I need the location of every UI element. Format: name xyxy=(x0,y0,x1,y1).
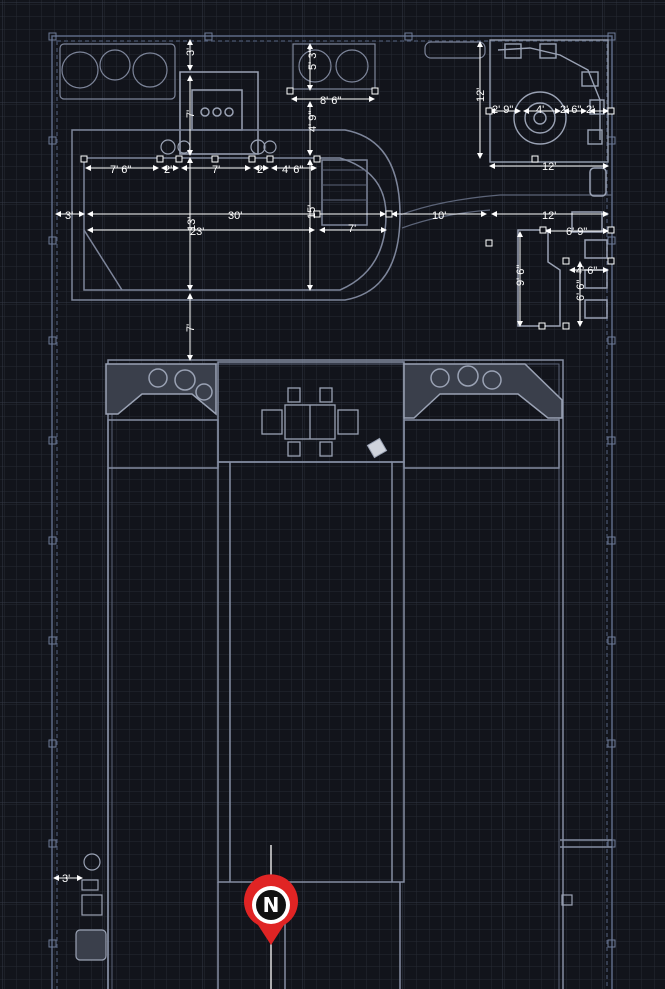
dim-23: 23' xyxy=(190,226,204,238)
dim-7-6: 7' 6" xyxy=(110,164,131,176)
dim-12-vert: 12' xyxy=(475,88,487,102)
armchair[interactable] xyxy=(366,437,388,459)
dim-7-vert-top: 7' xyxy=(185,110,197,118)
bench-seat[interactable] xyxy=(424,41,486,59)
dim-4-9: 4' 9" xyxy=(307,111,319,132)
dim-9-6: 9' 6" xyxy=(515,265,527,286)
house-planter-right[interactable] xyxy=(403,363,563,419)
dimension-lines xyxy=(53,39,609,881)
dim-4-6-a: 4' 6" xyxy=(282,164,303,176)
dim-3-bottom: 3' xyxy=(62,873,70,885)
pool-steps xyxy=(322,169,367,201)
dim-6-9: 6' 9" xyxy=(566,226,587,238)
corner-planter[interactable] xyxy=(59,43,176,100)
dim-2-6: 2' 6" xyxy=(560,104,581,116)
dim-2-c: 2' xyxy=(586,104,594,116)
dimension-labels: 3' 5' 3" 8' 6" 7' 4' 9" 7' 6" 2' 7' 2' 4… xyxy=(62,48,597,885)
dim-5-3: 5' 3" xyxy=(307,49,319,70)
planter-box[interactable] xyxy=(292,43,376,90)
house-planter-left[interactable] xyxy=(105,363,217,416)
dim-3-left: 3' xyxy=(65,210,73,222)
dining-table[interactable] xyxy=(261,387,359,457)
dim-2-a: 2' xyxy=(164,164,172,176)
north-compass[interactable]: N xyxy=(244,874,298,945)
dim-12-right: 12' xyxy=(542,210,556,222)
dim-30: 30' xyxy=(228,210,242,222)
dim-4-6-b: 4' 6" xyxy=(576,265,597,277)
dim-13: 13' xyxy=(186,217,198,231)
dim-6-6: 6' 6" xyxy=(575,280,587,301)
property-boundary[interactable] xyxy=(51,35,613,989)
dim-7-mid: 7' xyxy=(212,164,220,176)
outdoor-lounge[interactable] xyxy=(489,39,609,163)
dimension-anchors xyxy=(80,87,615,330)
dim-3-top: 3' xyxy=(185,48,197,56)
wall-fixture xyxy=(561,894,573,906)
dim-15: 15' xyxy=(306,205,318,219)
dim-2-b: 2' xyxy=(257,164,265,176)
dim-7-lower: 7' xyxy=(185,324,197,332)
dim-4: 4' xyxy=(536,104,544,116)
boundary-markers xyxy=(48,32,616,948)
dim-12-mid: 12' xyxy=(542,161,556,173)
dim-2-9: 2' 9" xyxy=(492,104,513,116)
dim-10: 10' xyxy=(432,210,446,222)
house-footprint[interactable] xyxy=(107,359,612,989)
dim-7-right: 7' xyxy=(348,223,356,235)
utility-equipment[interactable] xyxy=(75,853,107,961)
pool-loungers[interactable] xyxy=(160,139,277,155)
north-compass-letter: N xyxy=(263,893,280,917)
north-compass-face xyxy=(256,890,286,920)
dim-8-6: 8' 6" xyxy=(320,95,341,107)
